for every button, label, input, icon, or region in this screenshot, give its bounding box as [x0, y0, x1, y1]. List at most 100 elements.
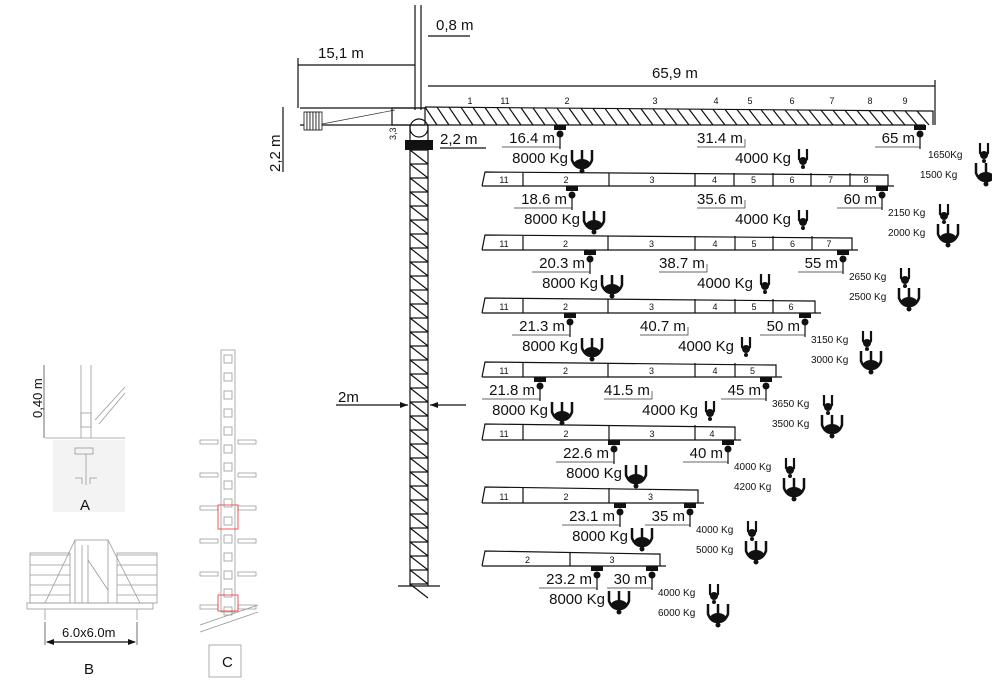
jib-tip — [729, 426, 736, 440]
climbing-mast — [220, 349, 236, 613]
counterweight-slab — [306, 111, 311, 131]
segment-number: 7 — [828, 175, 833, 185]
mid-load: 4000 Kg — [735, 211, 791, 228]
mast-top-width: 0,8 m — [436, 17, 474, 34]
jib-tip — [882, 174, 889, 186]
tip-distance: 35 m — [652, 508, 685, 525]
segment-number: 1 — [467, 96, 472, 106]
hook-block-icon — [863, 360, 879, 370]
detail-b-label: B — [84, 661, 94, 678]
segment-number: 3 — [649, 239, 654, 249]
segment-number: 3 — [652, 96, 657, 106]
hook-icon — [906, 306, 912, 312]
counterweight-slab — [303, 111, 308, 131]
segment-number: 6 — [788, 302, 793, 312]
floor-tie — [199, 538, 257, 544]
climbing-cage-upper — [217, 504, 239, 530]
jib-lattice — [424, 106, 930, 126]
mast-lattice — [409, 149, 429, 599]
tip-load-double: 2000 Kg — [888, 228, 925, 239]
hook-block-icon — [634, 537, 650, 547]
mast-section — [223, 552, 233, 562]
tip-distance: 50 m — [767, 318, 800, 335]
floor-tie — [199, 571, 257, 577]
hook-icon — [826, 411, 830, 415]
trolley-wheel-icon — [686, 508, 694, 516]
tip-load-double: 5000 Kg — [696, 545, 733, 556]
mast-section — [223, 516, 233, 526]
mast-section — [223, 390, 233, 400]
segment-number: 2 — [564, 96, 569, 106]
hook-block-icon — [761, 282, 769, 290]
trolley-wheel-icon — [566, 318, 574, 326]
hook-icon — [639, 546, 645, 552]
dim-underline — [697, 200, 746, 209]
trolley-wheel-icon — [762, 382, 770, 390]
trolley-wheel-icon — [610, 445, 618, 453]
segment-number: 2 — [525, 555, 530, 565]
segment-number: 4 — [712, 366, 717, 376]
mid-distance: 41.5 m — [604, 382, 650, 399]
trolley-icon — [646, 566, 658, 571]
slewing-unit — [391, 107, 426, 126]
mast-section — [223, 588, 233, 598]
segment-number: 11 — [500, 96, 509, 106]
jib-tip — [809, 300, 816, 313]
mid-load: 4000 Kg — [735, 150, 791, 167]
hook-icon — [801, 226, 805, 230]
hook-icon — [616, 609, 622, 615]
hook-icon — [801, 165, 805, 169]
tip-distance: 55 m — [805, 255, 838, 272]
hook-icon — [750, 537, 754, 541]
jib-outline — [481, 297, 821, 314]
jib-outline — [481, 423, 741, 441]
trolley-icon — [760, 377, 772, 382]
detail-c-climbing: C — [199, 349, 259, 678]
mid-load: 4000 Kg — [642, 402, 698, 419]
hook-block-icon — [748, 550, 764, 560]
mast-section — [223, 426, 233, 436]
hook-block-icon — [574, 159, 590, 169]
counterweight-slab — [309, 111, 314, 131]
hook-block-icon — [824, 424, 840, 434]
tip-distance: 65 m — [882, 130, 915, 147]
trolley-load: 8000 Kg — [572, 528, 628, 545]
overall-height: 2,2 m — [267, 134, 284, 172]
tip-load-double: 4200 Kg — [734, 482, 771, 493]
hook-icon — [903, 284, 907, 288]
hook-icon — [982, 159, 986, 163]
tip-distance: 60 m — [844, 191, 877, 208]
segment-number: 9 — [902, 96, 907, 106]
foundation-block — [208, 644, 242, 678]
base-size-dim: 6.0x6.0m — [62, 625, 115, 640]
hook-icon — [589, 356, 595, 362]
hook-icon — [559, 420, 565, 426]
jib-tip — [692, 489, 699, 503]
segment-number: 11 — [499, 175, 508, 185]
hook-icon — [591, 229, 597, 235]
hook-icon — [609, 293, 615, 299]
segment-number: 8 — [863, 175, 868, 185]
hook-icon — [791, 496, 797, 502]
hook-icon — [763, 290, 767, 294]
trolley-wheel-icon — [586, 255, 594, 263]
hook-block-icon — [799, 157, 807, 165]
hook-block-icon — [980, 151, 988, 159]
hook-block-icon — [786, 487, 802, 497]
hook-block-icon — [710, 613, 726, 623]
jib-tip — [846, 237, 853, 250]
mast-section — [223, 498, 233, 508]
hook-icon — [983, 181, 989, 187]
hook-block-icon — [628, 474, 644, 484]
counter-jib-tie — [321, 109, 396, 125]
segment-number: 11 — [499, 492, 508, 502]
hook-icon — [753, 559, 759, 565]
hook-icon — [865, 347, 869, 351]
hook-block-icon — [824, 403, 832, 411]
trolley-load: 8000 Kg — [549, 591, 605, 608]
hook-icon — [868, 369, 874, 375]
trolley-load: 8000 Kg — [522, 338, 578, 355]
